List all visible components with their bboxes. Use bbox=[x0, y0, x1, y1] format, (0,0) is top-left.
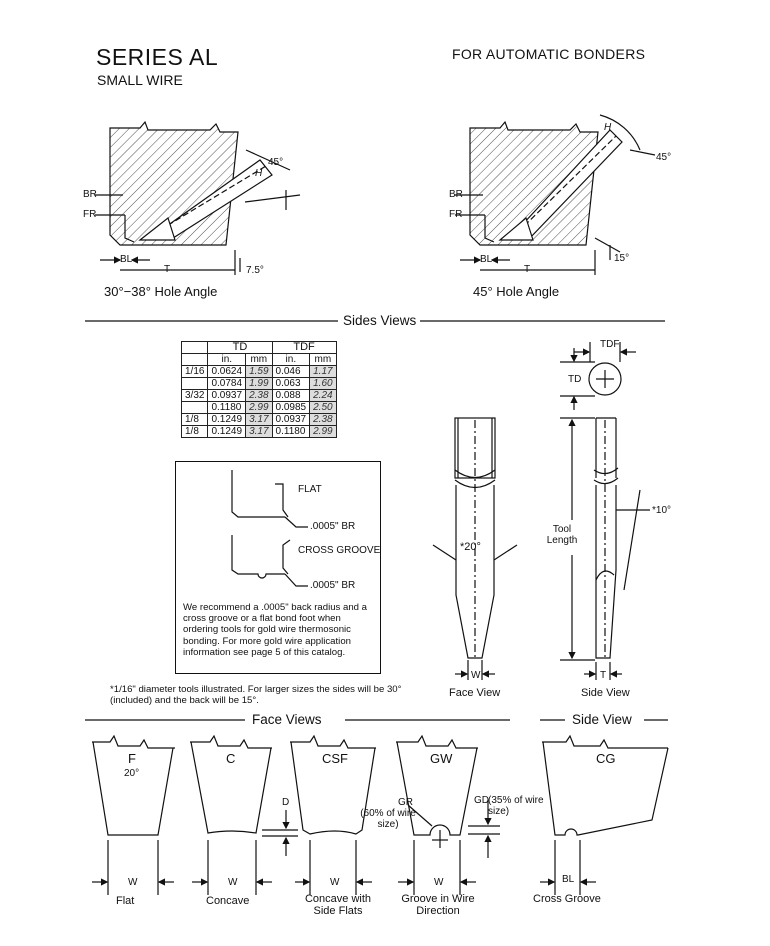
side-view-td: TD bbox=[568, 374, 582, 385]
hole-angle-2-caption: 45° Hole Angle bbox=[473, 284, 560, 299]
tip-gw-code: GW bbox=[430, 751, 453, 766]
hole-angle-1-t: T bbox=[164, 264, 171, 275]
tip-c-dim: W bbox=[228, 877, 238, 888]
face-views-title: Face Views bbox=[249, 712, 325, 727]
table-row: 1/16 0.0624 1.59 0.046 1.17 bbox=[180, 365, 337, 378]
series-subtitle: SMALL WIRE bbox=[97, 72, 183, 88]
flat-label: FLAT bbox=[298, 484, 322, 495]
hole-angle-1-caption: 30°−38° Hole Angle bbox=[104, 284, 218, 299]
table-row: 1/8 0.1249 3.17 0.1180 2.99 bbox=[180, 425, 337, 438]
table-row: 3/32 0.0937 2.38 0.088 2.24 bbox=[180, 389, 337, 402]
tip-cg-dim: BL bbox=[562, 874, 575, 885]
hole-angle-1-bl: BL bbox=[120, 254, 133, 265]
hole-angle-2-fr: FR bbox=[449, 209, 463, 220]
tip-gw-gr-note: (60% of wire size) bbox=[360, 808, 416, 830]
side-view-angle: *10° bbox=[652, 505, 672, 516]
side-view-t: T bbox=[600, 670, 607, 681]
sides-views-title: Sides Views bbox=[340, 313, 420, 328]
side-view-tool-length: Tool Length bbox=[545, 524, 579, 546]
table-row: 0.1180 2.99 0.0985 2.50 bbox=[180, 401, 337, 414]
side-view-caption: Side View bbox=[581, 687, 630, 699]
hole-angle-view-1 bbox=[95, 120, 301, 275]
unit-mm: mm bbox=[245, 353, 273, 366]
tip-groove-wire bbox=[396, 734, 500, 895]
tip-f-dim: W bbox=[128, 877, 138, 888]
foot-profiles bbox=[231, 470, 308, 587]
side-view-title: Side View bbox=[569, 712, 635, 727]
cross-groove-label: CROSS GROOVE bbox=[298, 545, 381, 556]
tip-gw-gd: GD bbox=[474, 795, 489, 806]
tip-concave-side-flats bbox=[262, 734, 376, 895]
hole-angle-1-br: BR bbox=[83, 189, 97, 200]
hole-angle-2-top: 45° bbox=[656, 152, 672, 163]
tip-csf-depth: D bbox=[282, 797, 290, 808]
tip-csf-code: CSF bbox=[322, 751, 348, 766]
table-row: 1/8 0.1249 3.17 0.0937 2.38 bbox=[180, 413, 337, 426]
tip-gw-dim: W bbox=[434, 877, 444, 888]
unit-in: in. bbox=[271, 353, 311, 366]
hole-angle-2-t: T bbox=[524, 264, 531, 275]
hole-angle-2-bl: BL bbox=[480, 254, 493, 265]
hole-angle-2-br: BR bbox=[449, 189, 463, 200]
hole-angle-1-fr: FR bbox=[83, 209, 97, 220]
tip-csf-caption: Concave with Side Flats bbox=[304, 893, 372, 917]
side-view-tdf: TDF bbox=[600, 339, 620, 350]
table-row: 0.0784 1.99 0.063 1.60 bbox=[180, 377, 337, 390]
tip-concave bbox=[190, 734, 272, 895]
tip-c-caption: Concave bbox=[206, 895, 250, 907]
tip-f-caption: Flat bbox=[116, 895, 135, 907]
tip-cross-groove bbox=[540, 734, 669, 895]
tip-cg-caption: Cross Groove bbox=[533, 893, 601, 905]
tip-gw-caption: Groove in Wire Direction bbox=[401, 893, 475, 917]
series-title: SERIES AL bbox=[96, 44, 219, 70]
tip-c-code: C bbox=[226, 751, 236, 766]
hole-angle-1-h: H bbox=[255, 168, 263, 179]
foot-options-box bbox=[175, 461, 381, 674]
cross-groove-br-label: .0005" BR bbox=[310, 580, 356, 591]
footnote: *1/16" diameter tools illustrated. For l… bbox=[110, 684, 402, 706]
hole-angle-1-top: 45° bbox=[268, 157, 284, 168]
tip-gw-gd-note: (35% of wire size) bbox=[488, 795, 544, 817]
tdf-header: TDF bbox=[271, 341, 337, 354]
tip-cg-code: CG bbox=[596, 751, 616, 766]
tip-flat bbox=[92, 734, 175, 895]
tip-f-code: F bbox=[128, 751, 136, 766]
flat-br-label: .0005" BR bbox=[310, 521, 356, 532]
recommendation-note: We recommend a .0005" back radius and a … bbox=[183, 602, 368, 658]
tip-f-angle: 20° bbox=[124, 768, 140, 779]
hole-angle-2-bottom: 15° bbox=[614, 253, 630, 264]
tip-gw-gr: GR bbox=[398, 797, 413, 808]
unit-in: in. bbox=[207, 353, 247, 366]
hole-angle-view-2 bbox=[455, 114, 656, 275]
face-view-caption: Face View bbox=[449, 687, 501, 699]
unit-mm: mm bbox=[309, 353, 337, 366]
dimension-table: TD TDF in. mm in. mm 1/16 0.0624 1.59 0.… bbox=[180, 341, 337, 438]
face-view-w: W bbox=[471, 670, 481, 681]
hole-angle-1-bottom: 7.5° bbox=[246, 265, 264, 276]
face-view-angle: *20° bbox=[460, 541, 481, 553]
face-view-tool bbox=[432, 417, 518, 680]
side-view-tool bbox=[560, 342, 650, 680]
hole-angle-2-h: H bbox=[604, 122, 612, 133]
td-header: TD bbox=[207, 341, 273, 354]
application-label: FOR AUTOMATIC BONDERS bbox=[452, 46, 646, 62]
tip-csf-dim: W bbox=[330, 877, 340, 888]
